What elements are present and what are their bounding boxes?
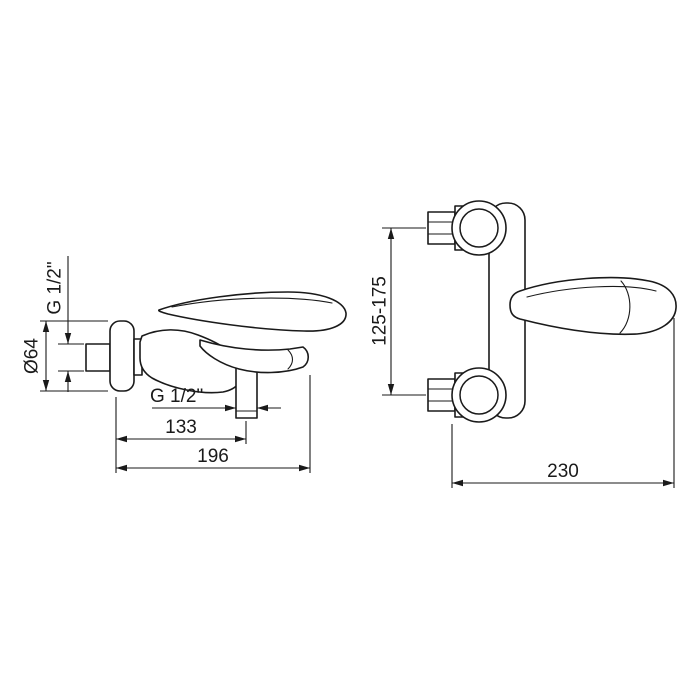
dim-196: 196 (116, 375, 311, 473)
hex-nut (427, 211, 456, 245)
wall-escutcheon (109, 320, 135, 392)
spout-outlet-edge (287, 349, 294, 370)
dim-arrow (225, 404, 236, 412)
handle-cap-edge (619, 280, 631, 334)
spout (199, 339, 310, 374)
bottom-wall-connection (427, 367, 507, 423)
dim-125-175: 125-175 (370, 227, 426, 396)
hex-nut-facets (427, 388, 456, 402)
dim-label-flange-diameter: Ø64 (22, 338, 43, 374)
dim-arrow (64, 333, 72, 344)
dim-label-wall-thread: G 1/2" (45, 261, 66, 314)
dim-label-125-175: 125-175 (370, 276, 391, 346)
dim-arrow (116, 464, 127, 472)
handle-accent-line (526, 285, 657, 298)
front-view-dimensions: 125-175 230 (370, 227, 675, 488)
handle-lever-front (509, 276, 677, 336)
dim-label-outlet-thread: G 1/2" (150, 386, 203, 407)
dim-label-133: 133 (165, 417, 197, 438)
dim-outlet-thread: G 1/2" (150, 386, 281, 412)
dim-arrow (42, 380, 50, 391)
dim-arrow (235, 435, 246, 443)
handle-accent-line (171, 297, 333, 308)
dim-arrow (64, 371, 72, 382)
dim-arrow (257, 404, 268, 412)
front-view (427, 200, 677, 423)
wall-nut (85, 343, 111, 372)
dim-wall-thread: G 1/2" (45, 256, 84, 392)
dim-label-230: 230 (547, 461, 579, 482)
dim-arrow (42, 321, 50, 332)
dim-arrow (387, 384, 395, 395)
dim-label-196: 196 (197, 446, 229, 467)
top-wall-connection (427, 200, 507, 256)
dim-arrow (116, 435, 127, 443)
dim-arrow (663, 479, 674, 487)
dim-arrow (452, 479, 463, 487)
dim-arrow (299, 464, 310, 472)
hex-nut (427, 378, 456, 412)
dim-flange-diameter: Ø64 (22, 320, 108, 392)
escutcheon-inner (459, 208, 499, 248)
dim-230: 230 (451, 318, 675, 488)
hex-nut-facets (427, 221, 456, 235)
escutcheon-inner (459, 375, 499, 415)
side-view (85, 291, 347, 419)
dim-arrow (387, 228, 395, 239)
side-view-dimensions: G 1/2" Ø64 G 1/2" 133 (22, 256, 311, 473)
dim-133: 133 (115, 397, 247, 473)
